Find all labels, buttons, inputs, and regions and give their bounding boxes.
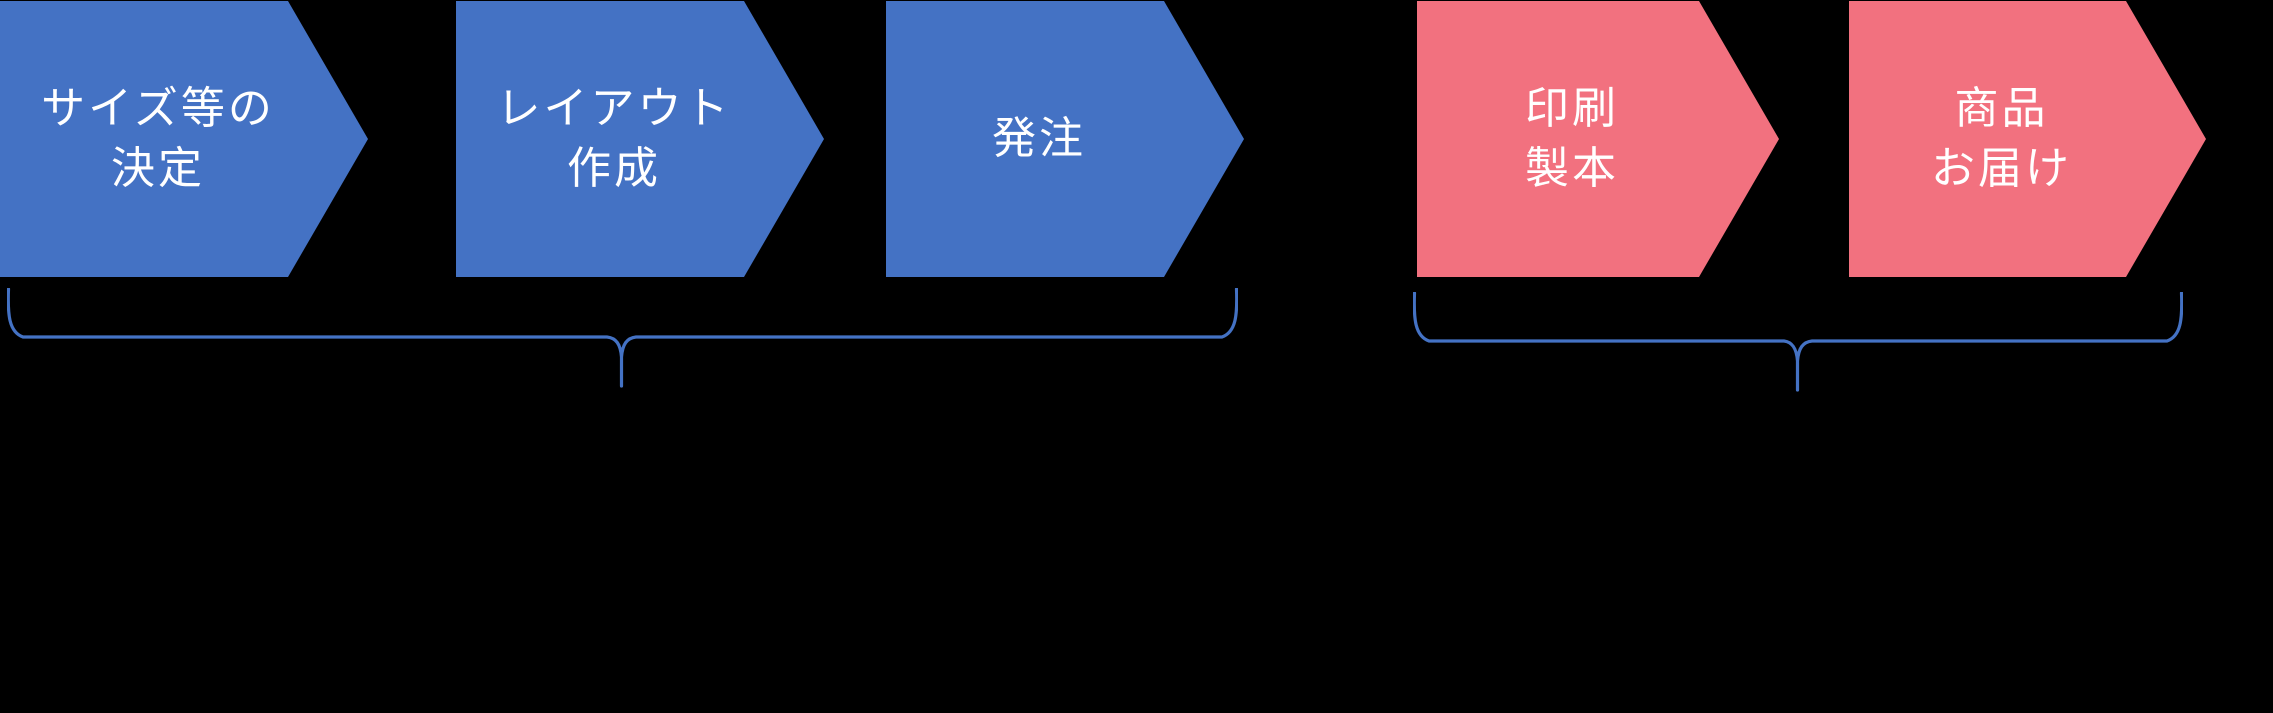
step-order: 発注: [886, 1, 1244, 277]
step-label-line: 決定: [111, 143, 205, 194]
order-phase-brace-path: [7, 288, 1238, 388]
step-label-line: 作成: [567, 143, 661, 194]
delivery-phase-brace: [1413, 292, 2183, 392]
step-product-delivery: 商品 お届け: [1849, 1, 2206, 277]
step-label-line: 印刷: [1525, 83, 1619, 134]
step-size-decision: サイズ等の 決定: [0, 1, 368, 277]
step-label-line: 製本: [1525, 143, 1619, 194]
step-label-line: 発注: [992, 113, 1086, 164]
step-printing-binding: 印刷 製本: [1417, 1, 1779, 277]
step-label-line: お届け: [1931, 143, 2072, 194]
order-phase-brace: [7, 288, 1238, 388]
step-label-line: レイアウト: [496, 83, 732, 134]
delivery-phase-brace-path: [1413, 292, 2183, 392]
step-label-line: 商品: [1954, 83, 2049, 134]
step-layout-creation: レイアウト 作成: [456, 1, 824, 277]
step-label-line: サイズ等の: [41, 83, 275, 134]
